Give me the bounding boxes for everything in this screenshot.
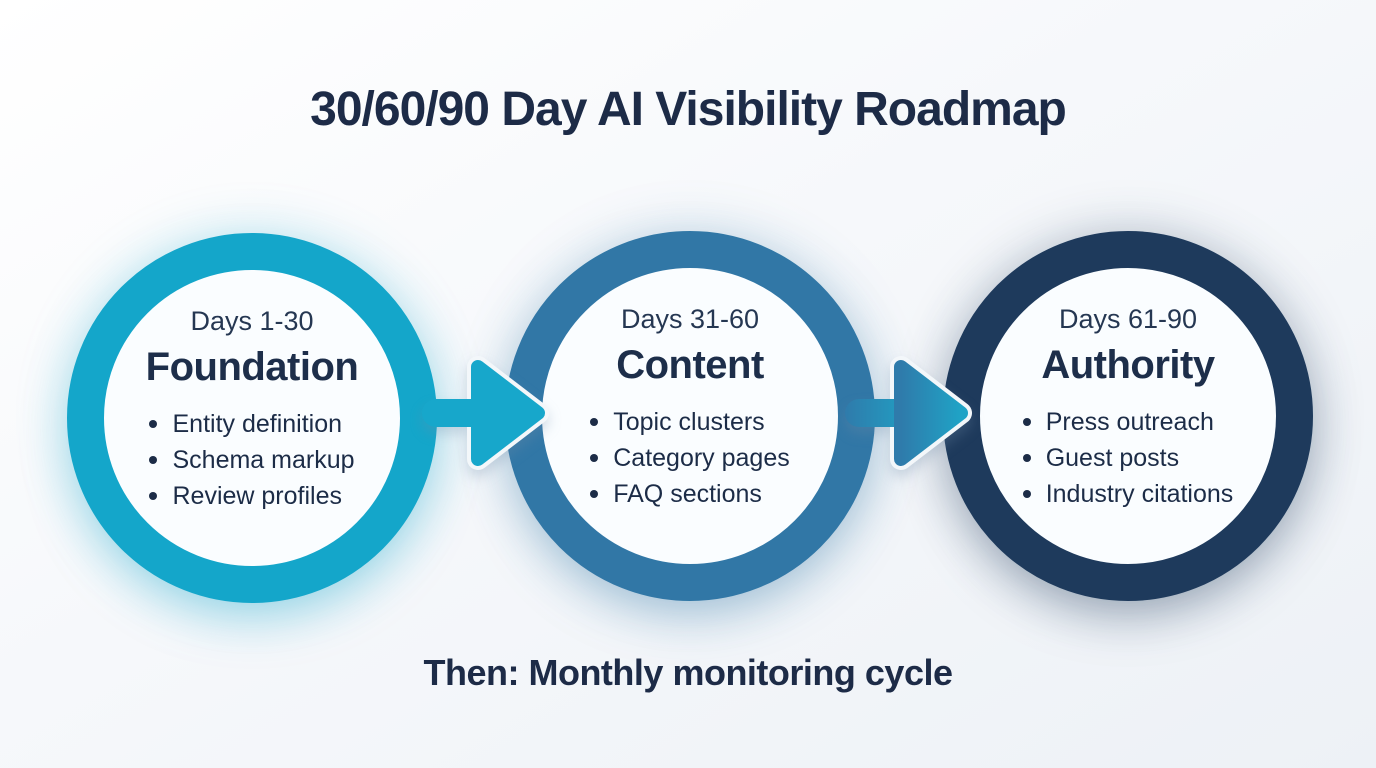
- item-text: FAQ sections: [613, 480, 762, 508]
- bullet-dot-icon: [590, 490, 599, 498]
- item-text: Schema markup: [172, 446, 355, 474]
- list-item: Topic clusters: [590, 404, 790, 440]
- stage-days-label: Days 61-90: [1058, 304, 1198, 334]
- item-text: Topic clusters: [613, 408, 765, 436]
- list-item: Press outreach: [1022, 404, 1234, 440]
- stage-content-foundation: Days 1-30 Foundation Entity definition S…: [146, 306, 359, 514]
- list-item: Entity definition: [149, 406, 354, 442]
- list-item: Category pages: [590, 440, 790, 476]
- bullet-dot-icon: [1022, 418, 1031, 426]
- list-item: FAQ sections: [590, 476, 790, 512]
- stage-title: Foundation: [145, 345, 359, 389]
- bullet-dot-icon: [149, 420, 158, 428]
- stage-circle-foundation: Days 1-30 Foundation Entity definition S…: [67, 233, 437, 603]
- right-arrow-icon: [845, 356, 972, 470]
- right-arrow-icon: [422, 356, 549, 470]
- item-text: Guest posts: [1045, 444, 1180, 472]
- stage-title: Content: [616, 343, 764, 387]
- item-text: Entity definition: [172, 410, 343, 438]
- stage-item-list: Press outreach Guest posts Industry cita…: [1022, 404, 1234, 512]
- item-text: Press outreach: [1045, 408, 1214, 436]
- list-item: Industry citations: [1022, 476, 1234, 512]
- item-text: Review profiles: [172, 482, 342, 510]
- stage-item-list: Topic clusters Category pages FAQ sectio…: [590, 404, 790, 512]
- bullet-dot-icon: [1022, 454, 1031, 462]
- stage-item-list: Entity definition Schema markup Review p…: [149, 406, 355, 514]
- page-title: 30/60/90 Day AI Visibility Roadmap: [310, 83, 1067, 136]
- stage-days-label: Days 31-60: [620, 304, 760, 334]
- list-item: Review profiles: [149, 478, 354, 514]
- bullet-dot-icon: [590, 454, 599, 462]
- stage-days-label: Days 1-30: [190, 306, 314, 336]
- footer-note: Then: Monthly monitoring cycle: [423, 652, 953, 693]
- bullet-dot-icon: [149, 492, 158, 500]
- list-item: Schema markup: [149, 442, 355, 478]
- stage-content-authority: Days 61-90 Authority Press outreach Gues…: [1022, 304, 1234, 512]
- list-item: Guest posts: [1022, 440, 1234, 476]
- item-text: Industry citations: [1045, 480, 1234, 508]
- stage-circle-content: Days 31-60 Content Topic clusters Catego…: [505, 231, 875, 601]
- stage-content-content: Days 31-60 Content Topic clusters Catego…: [590, 304, 790, 512]
- item-text: Category pages: [613, 444, 790, 472]
- stage-title: Authority: [1041, 343, 1215, 387]
- bullet-dot-icon: [590, 418, 599, 426]
- bullet-dot-icon: [1022, 490, 1031, 498]
- stage-circle-authority: Days 61-90 Authority Press outreach Gues…: [943, 231, 1313, 601]
- bullet-dot-icon: [149, 456, 158, 464]
